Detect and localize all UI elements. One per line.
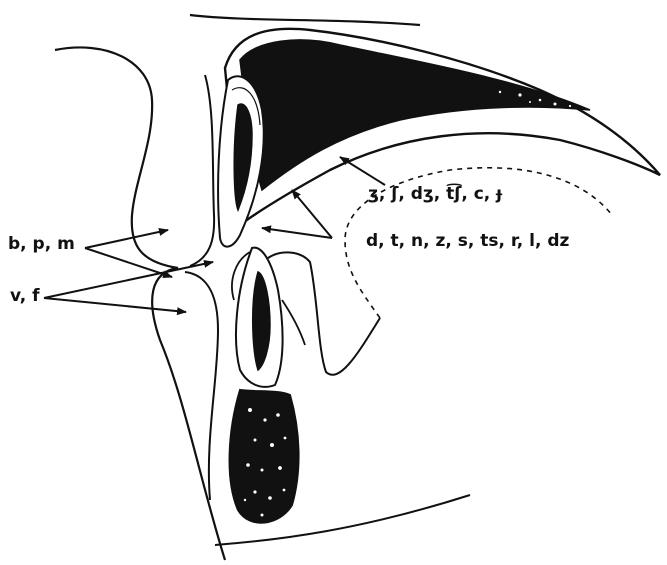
label-labiodental: v, f: [10, 288, 39, 305]
arrow-alveolar-lower: [262, 228, 332, 238]
label-postalveolar-palatal: ʒ, ʃ, dʒ, t͡ʃ, c, ɟ: [368, 186, 502, 203]
label-alveolar: d, t, n, z, s, ts, r, l, dz: [366, 233, 569, 250]
mandible-bone: [230, 390, 299, 523]
label-bilabial: b, p, m: [8, 236, 75, 253]
head-top-line: [190, 15, 420, 25]
tongue-outline-solid: [268, 252, 380, 374]
arrow-labiodental-lower: [44, 298, 186, 312]
arrow-alveolar-upper: [292, 190, 332, 238]
lower-lip-contour: [185, 272, 218, 500]
arrow-bilabial-upper: [85, 230, 168, 248]
face-profile-outline: [55, 47, 225, 560]
arrow-postalveolar: [340, 157, 385, 185]
upper-lip-contour: [190, 75, 214, 266]
arrow-labiodental-upper: [44, 262, 213, 298]
